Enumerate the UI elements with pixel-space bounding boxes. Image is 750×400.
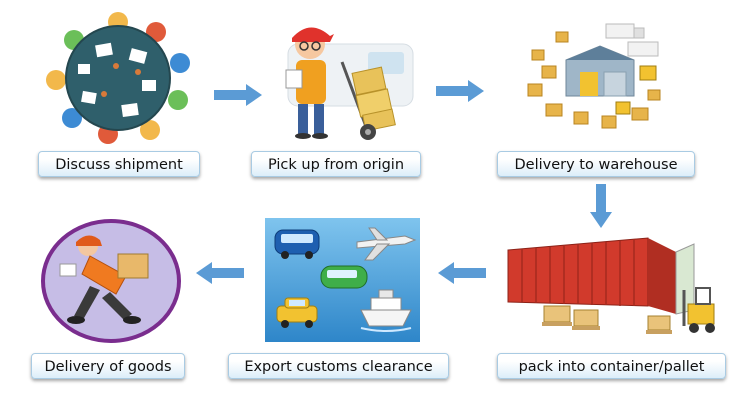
step-label-pack-into-container: pack into container/pallet bbox=[497, 353, 726, 379]
step-label-delivery-to-warehouse: Delivery to warehouse bbox=[497, 151, 695, 177]
arrow-left-icon bbox=[438, 262, 486, 284]
warehouse-icon bbox=[527, 23, 661, 129]
arrow-right-icon bbox=[436, 80, 484, 102]
delivery-runner-icon bbox=[41, 219, 181, 343]
arrow-left-icon bbox=[196, 262, 244, 284]
meeting-table-icon bbox=[46, 12, 190, 144]
arrow-down-icon bbox=[590, 184, 612, 228]
step-label-export-customs-clearance: Export customs clearance bbox=[228, 353, 449, 379]
shipping-container-icon bbox=[507, 237, 715, 334]
transport-vehicles-icon bbox=[265, 218, 420, 342]
courier-hand-truck-icon bbox=[285, 27, 414, 140]
step-label-discuss-shipment: Discuss shipment bbox=[38, 151, 200, 177]
arrow-right-icon bbox=[214, 84, 262, 106]
step-label-pick-up-from-origin: Pick up from origin bbox=[251, 151, 421, 177]
step-label-delivery-of-goods: Delivery of goods bbox=[31, 353, 185, 379]
